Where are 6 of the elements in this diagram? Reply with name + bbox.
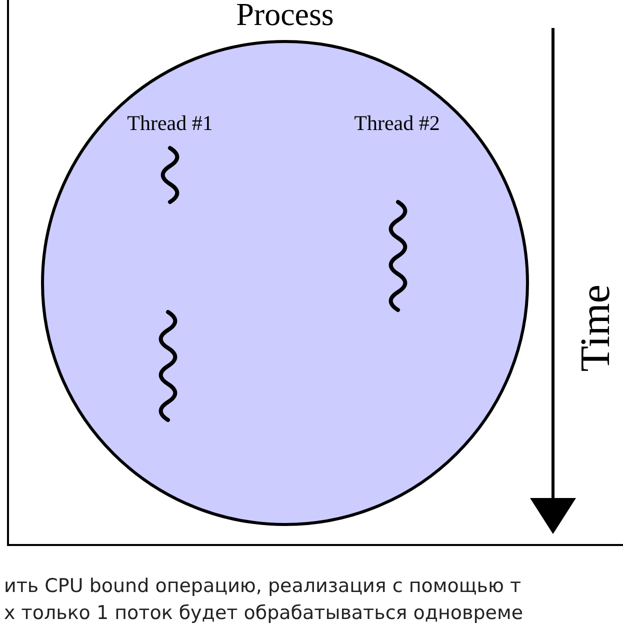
title: Process	[235, 0, 335, 33]
body-text: х только 1 поток будет обрабатываться одновреме	[4, 602, 524, 624]
body-text: ить CPU bound операцию, реализация с помощью т	[4, 575, 522, 597]
thread-label: Thread #2	[353, 111, 441, 136]
thread-label: Thread #1	[126, 111, 214, 136]
axis-label: Time	[572, 283, 620, 374]
